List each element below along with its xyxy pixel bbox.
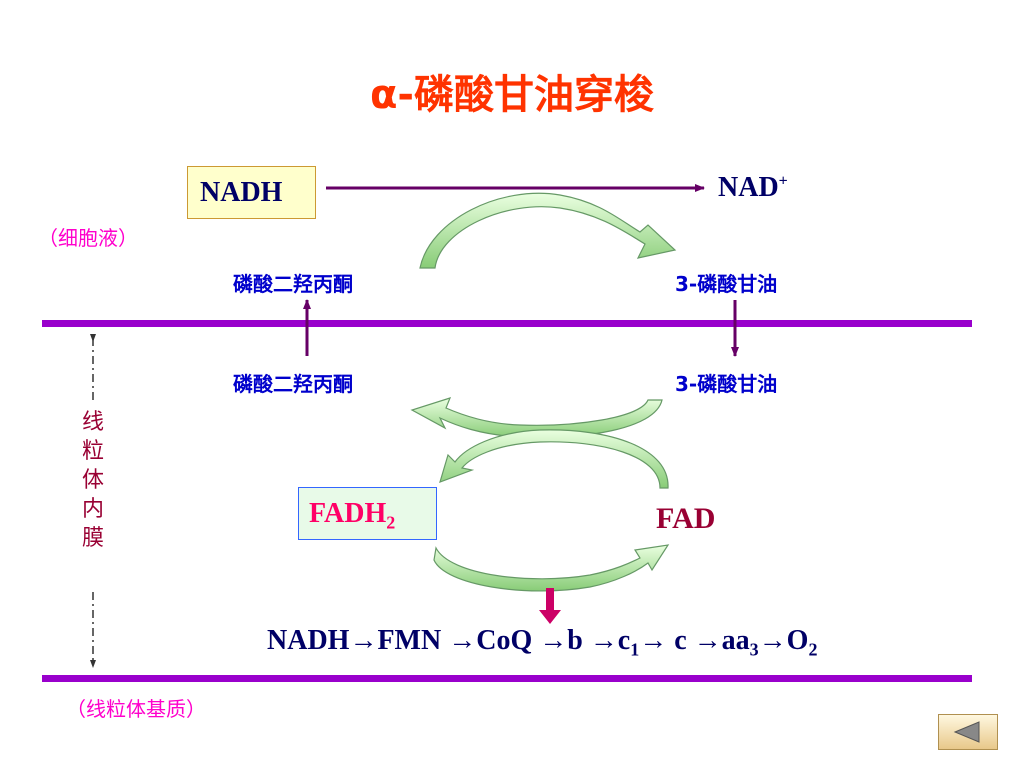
membrane-label-char: 内 (81, 497, 104, 522)
inner-membrane-line (42, 675, 972, 682)
membrane-label-char: 线 (81, 410, 104, 435)
back-button[interactable] (938, 714, 998, 750)
matrix-label: （线粒体基质） (66, 697, 206, 721)
g3p-cytosol-label: 3-磷酸甘油 (675, 272, 778, 296)
curved-arrow-cytosol (419, 192, 677, 269)
page-title: α-磷酸甘油穿梭 (369, 72, 655, 118)
cytosol-label: （细胞液） (38, 226, 138, 250)
membrane-label: 线 粒 体 内 膜 (78, 408, 108, 553)
nadh-box: NADH (187, 166, 316, 219)
outer-membrane-line (42, 320, 972, 327)
dhap-mito-label: 磷酸二羟丙酮 (233, 372, 353, 396)
triangle-left-icon (953, 721, 980, 743)
fadh2-box: FADH2 (298, 487, 437, 540)
chain-arrow: → (539, 625, 568, 656)
chain-arrow: → (639, 625, 668, 656)
chain-arrow: → (349, 625, 378, 656)
electron-flow-arrow (539, 588, 561, 624)
membrane-label-char: 体 (81, 468, 104, 493)
dhap-cytosol-label: 磷酸二羟丙酮 (233, 272, 353, 296)
g3p-mito-label: 3-磷酸甘油 (675, 372, 778, 396)
membrane-label-char: 膜 (81, 526, 104, 551)
membrane-label-char: 粒 (81, 439, 104, 464)
electron-transport-chain: NADH→FMN →CoQ →b →c1→ c →aa3→O2 (267, 625, 818, 660)
chain-arrow: → (589, 625, 618, 656)
chain-arrow: → (758, 625, 787, 656)
chain-arrow: → (448, 625, 477, 656)
nad-plus-label: NAD+ (718, 172, 788, 203)
fad-label: FAD (656, 502, 716, 535)
curved-arrow-fad-to-fadh2 (439, 429, 669, 489)
curved-arrow-fadh2-to-fad (433, 544, 670, 592)
chain-arrow: → (693, 625, 722, 656)
